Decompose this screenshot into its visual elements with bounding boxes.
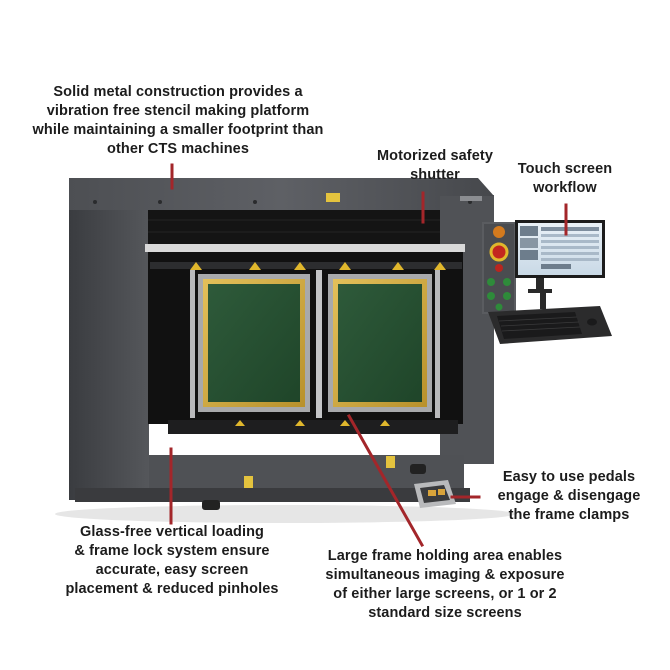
base-warning-label <box>244 476 253 488</box>
callout-line: while maintaining a smaller footprint th… <box>32 122 324 138</box>
callout-line: Motorized safety <box>376 148 493 164</box>
screen-frame-right <box>328 274 432 412</box>
keyboard-arm <box>540 293 546 309</box>
caster-right <box>410 464 426 474</box>
cabinet-base-plinth <box>75 488 470 502</box>
callout-glass-free-loading: Glass-free vertical loading & frame lock… <box>42 523 302 599</box>
panel-button-red <box>495 264 503 272</box>
panel-button-green <box>487 278 495 286</box>
callout-motorized-shutter: Motorized safety shutter <box>360 147 510 185</box>
caster-left <box>202 500 220 510</box>
callout-touch-screen: Touch screen workflow <box>505 160 625 198</box>
control-panel <box>482 222 516 314</box>
touch-screen-monitor <box>515 220 605 293</box>
rail-right <box>435 270 440 418</box>
rail-left <box>190 270 195 418</box>
screen-frame-left <box>198 274 310 412</box>
lower-clamp-markers <box>235 420 390 426</box>
top-rail <box>145 244 465 252</box>
panel-button-green <box>503 278 511 286</box>
keyboard <box>497 312 582 339</box>
emergency-stop-button <box>489 242 509 262</box>
callout-line: simultaneous imaging & exposure <box>325 567 565 583</box>
callout-line: other CTS machines <box>107 141 249 157</box>
screw <box>93 200 97 204</box>
callout-line: standard size screens <box>368 605 522 621</box>
status-light-amber <box>493 226 505 238</box>
clamp-bar <box>150 262 462 269</box>
callout-line: accurate, easy screen <box>95 562 249 578</box>
mouse <box>587 318 597 326</box>
callout-line: & frame lock system ensure <box>74 543 270 559</box>
callout-line: the frame clamps <box>508 507 630 523</box>
screw <box>253 200 257 204</box>
callout-line: Touch screen <box>517 161 613 177</box>
cabinet-top <box>69 178 494 210</box>
callout-line: engage & disengage <box>497 488 641 504</box>
cabinet-left-pillar <box>69 178 149 500</box>
safety-shutter <box>148 210 440 248</box>
brand-plate <box>460 196 482 201</box>
callout-line: vibration free stencil making platform <box>46 103 310 119</box>
callout-line: shutter <box>410 167 460 183</box>
keyboard-keys <box>498 316 581 332</box>
callout-line: Glass-free vertical loading <box>79 524 265 540</box>
callout-line: Easy to use pedals <box>502 469 636 485</box>
panel-button-green <box>503 292 511 300</box>
callout-line: Solid metal construction provides a <box>53 84 303 100</box>
callout-line: Large frame holding area enables <box>327 548 563 564</box>
callout-line: placement & reduced pinholes <box>65 581 279 597</box>
base-warning-label <box>386 456 395 468</box>
warning-label <box>326 193 340 202</box>
callout-large-frame-area: Large frame holding area enables simulta… <box>300 547 590 623</box>
clamp-markers <box>190 262 446 270</box>
screw <box>158 200 162 204</box>
panel-button-green <box>487 292 495 300</box>
pointer-line-frame-area <box>346 413 425 548</box>
foot-pedal <box>414 480 456 508</box>
callout-solid-construction: Solid metal construction provides a vibr… <box>8 83 348 159</box>
callout-line: of either large screens, or 1 or 2 <box>333 586 557 602</box>
rail-center <box>316 270 322 418</box>
callout-foot-pedals: Easy to use pedals engage & disengage th… <box>478 468 660 525</box>
panel-button-green <box>495 303 503 311</box>
callout-line: workflow <box>533 180 597 196</box>
